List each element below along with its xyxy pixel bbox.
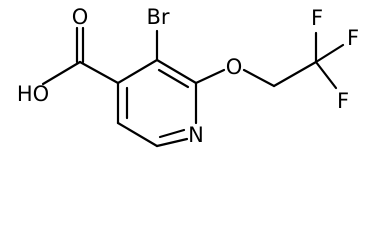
- bond-ether-oxygen-ch2: [242, 68, 276, 88]
- chemical-structure-diagram: O HO Br O N F F F: [17, 5, 359, 148]
- ring-bond-c4-c3: [116, 58, 159, 85]
- atom-labels: O HO Br O N F F F: [17, 5, 359, 147]
- bond-carboxyl-hydroxyl: [41, 60, 82, 86]
- bond-c4-carboxyl-carbon: [78, 60, 120, 85]
- ring-bond-n-c6-inner: [158, 128, 186, 139]
- ring-bond-c3-c2-inner: [157, 68, 190, 89]
- atom-label-hydroxyl: HO: [17, 82, 49, 106]
- bond-lines: [41, 26, 345, 148]
- ring-bond-n-c6: [155, 137, 189, 148]
- ring-bond-c3-c2-outer: [155, 58, 198, 85]
- atom-label-fluorine-bottom: F: [337, 89, 349, 113]
- atom-label-fluorine-top-left: F: [311, 6, 323, 30]
- atom-label-ring-nitrogen: N: [188, 123, 204, 147]
- bond-cf3-fluorine-bottom: [314, 60, 338, 90]
- atom-label-ether-oxygen: O: [226, 55, 243, 79]
- bond-ch2-cf3: [272, 60, 318, 88]
- bond-cf3-fluorine-top-right: [314, 43, 345, 64]
- ring-bond-c6-c5: [116, 121, 159, 148]
- atom-label-carbonyl-oxygen: O: [72, 5, 89, 29]
- atom-label-fluorine-top-right: F: [347, 26, 359, 50]
- bond-c2-ether-oxygen: [194, 68, 226, 85]
- atom-label-bromine: Br: [146, 5, 169, 29]
